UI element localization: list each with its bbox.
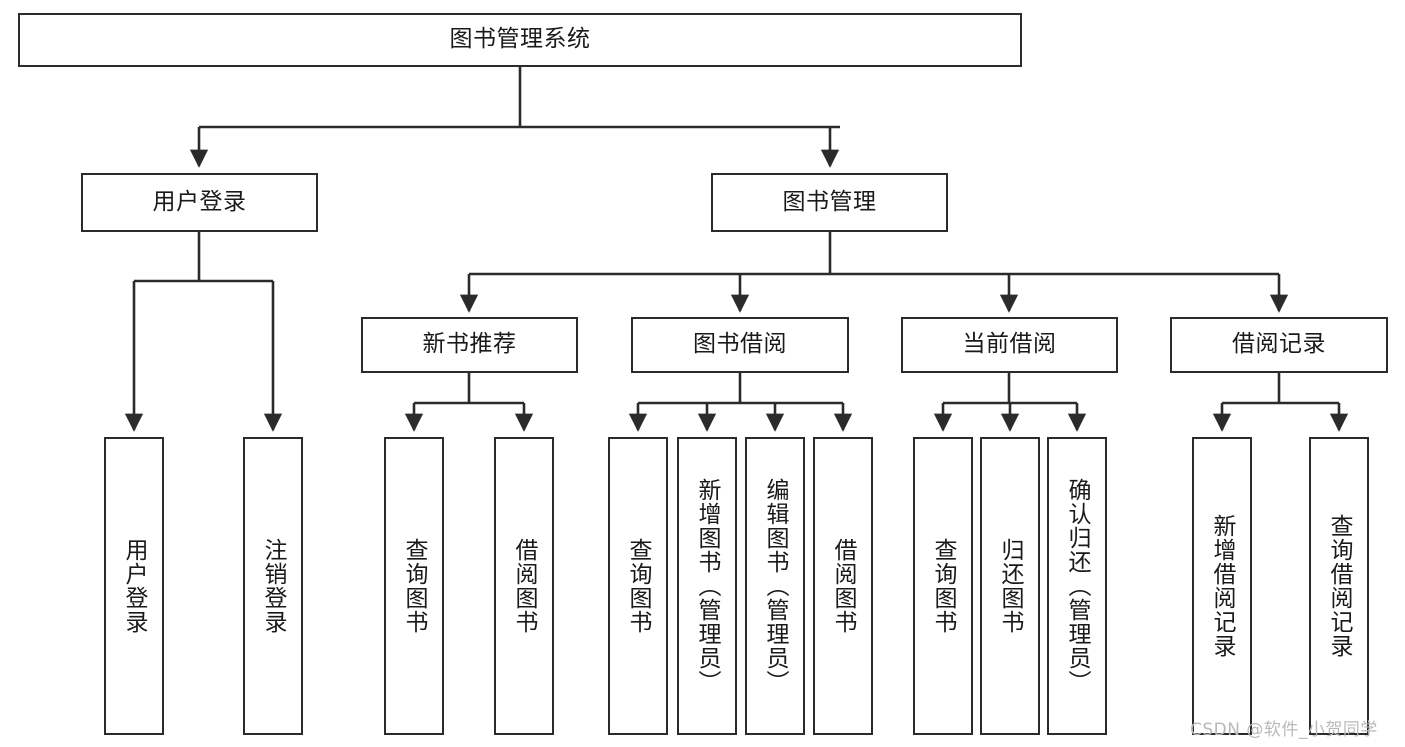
csdn-watermark: CSDN @软件_小贺同学 <box>1190 720 1378 740</box>
node-leaf-borrow-book-2[interactable]: 借阅图书 <box>813 437 873 735</box>
node-user-login[interactable]: 用户登录 <box>81 173 318 232</box>
node-leaf-user-login-label: 用户登录 <box>121 538 148 634</box>
node-leaf-add-book-label: 新增图书（管理员） <box>694 478 721 694</box>
node-new-book-rec[interactable]: 新书推荐 <box>361 317 578 373</box>
node-leaf-query-book-3-label: 查询图书 <box>930 538 957 634</box>
node-leaf-confirm-return-label: 确认归还（管理员） <box>1064 478 1091 694</box>
node-root[interactable]: 图书管理系统 <box>18 13 1022 67</box>
node-borrow-record-label: 借阅记录 <box>1232 331 1326 358</box>
node-book-manage-label: 图书管理 <box>782 188 877 215</box>
node-leaf-query-book-2[interactable]: 查询图书 <box>608 437 668 735</box>
node-leaf-add-record-label: 新增借阅记录 <box>1209 514 1236 658</box>
node-leaf-add-record[interactable]: 新增借阅记录 <box>1192 437 1252 735</box>
node-book-borrow-label: 图书借阅 <box>693 331 787 358</box>
node-leaf-return-book-label: 归还图书 <box>997 538 1024 634</box>
node-leaf-return-book[interactable]: 归还图书 <box>980 437 1040 735</box>
node-leaf-user-login[interactable]: 用户登录 <box>104 437 164 735</box>
node-leaf-confirm-return[interactable]: 确认归还（管理员） <box>1047 437 1107 735</box>
node-leaf-borrow-book-1-label: 借阅图书 <box>511 538 538 634</box>
node-leaf-query-book-1[interactable]: 查询图书 <box>384 437 444 735</box>
node-root-label: 图书管理系统 <box>449 26 591 53</box>
node-user-login-label: 用户登录 <box>152 188 247 215</box>
node-leaf-edit-book-label: 编辑图书（管理员） <box>762 478 789 694</box>
node-borrow-record[interactable]: 借阅记录 <box>1170 317 1388 373</box>
node-leaf-query-book-1-label: 查询图书 <box>401 538 428 634</box>
node-leaf-query-book-3[interactable]: 查询图书 <box>913 437 973 735</box>
node-new-book-rec-label: 新书推荐 <box>422 331 517 358</box>
node-leaf-query-record[interactable]: 查询借阅记录 <box>1309 437 1369 735</box>
node-current-borrow-label: 当前借阅 <box>962 331 1057 358</box>
node-leaf-add-book[interactable]: 新增图书（管理员） <box>677 437 737 735</box>
node-leaf-borrow-book-2-label: 借阅图书 <box>830 538 857 634</box>
node-book-manage[interactable]: 图书管理 <box>711 173 948 232</box>
node-leaf-query-book-2-label: 查询图书 <box>625 538 652 634</box>
node-leaf-logout-label: 注销登录 <box>260 538 287 634</box>
node-leaf-logout[interactable]: 注销登录 <box>243 437 303 735</box>
node-leaf-edit-book[interactable]: 编辑图书（管理员） <box>745 437 805 735</box>
node-leaf-borrow-book-1[interactable]: 借阅图书 <box>494 437 554 735</box>
node-book-borrow[interactable]: 图书借阅 <box>631 317 849 373</box>
node-leaf-query-record-label: 查询借阅记录 <box>1326 514 1353 658</box>
node-current-borrow[interactable]: 当前借阅 <box>901 317 1118 373</box>
